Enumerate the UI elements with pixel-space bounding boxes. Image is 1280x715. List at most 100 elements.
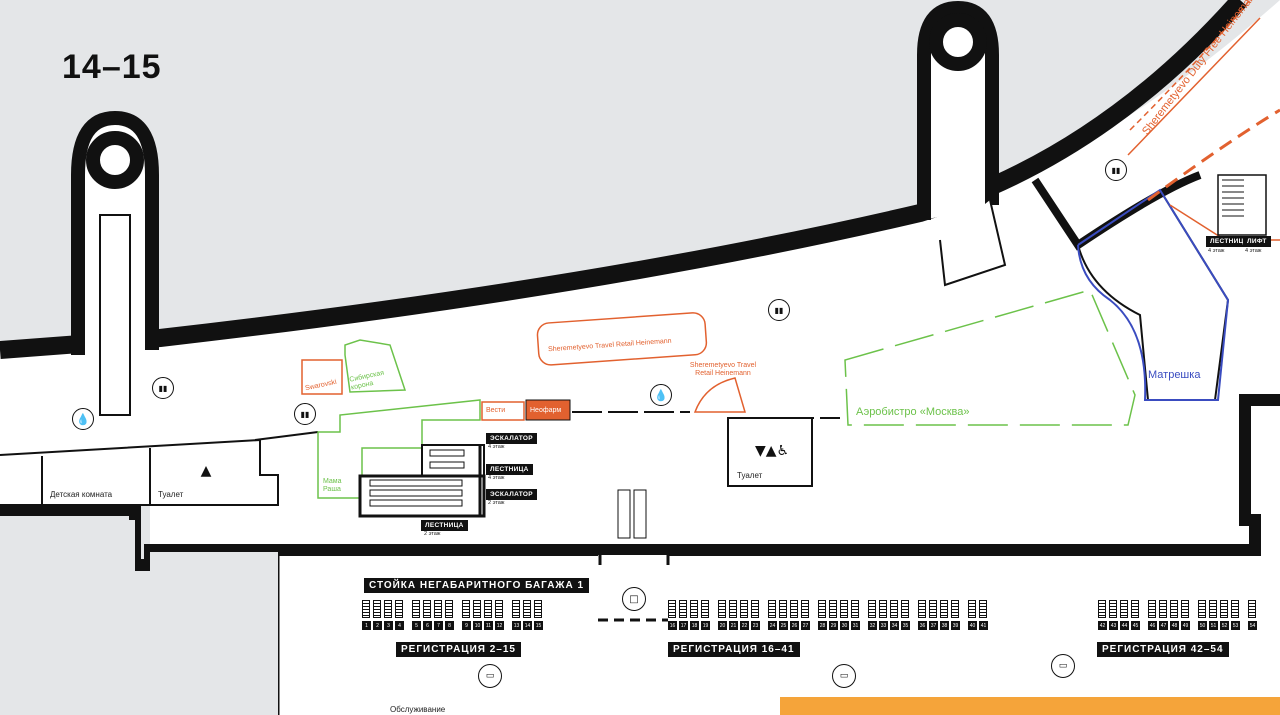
checkin-counter[interactable]: 43 [1109,600,1119,632]
escalator-top-tag[interactable]: ЭСКАЛАТОР [486,433,537,444]
checkin-counter[interactable]: 2 [373,600,383,632]
checkin-counter[interactable]: 7 [434,600,444,632]
checkin-counter[interactable]: 31 [851,600,861,632]
checkin-counter[interactable]: 11 [484,600,494,632]
checkin-counter[interactable]: 27 [801,600,811,632]
checkin-counter[interactable]: 13 [512,600,522,632]
payment-card-icon[interactable]: ▭ [478,664,502,688]
checkin-counter[interactable]: 49 [1181,600,1191,632]
checkin-counter[interactable]: 16 [668,600,678,632]
stairs-right-tag[interactable]: ЛЕСТНИЦА [1206,236,1253,247]
counter-desk [879,600,887,618]
checkin-counter[interactable]: 20 [718,600,728,632]
checkin-counter[interactable]: 52 [1220,600,1230,632]
water-drop-icon[interactable]: 💧 [72,408,94,430]
counter-number: 4 [395,621,404,630]
checkin-counter[interactable]: 23 [751,600,761,632]
counter-desk [1131,600,1139,618]
lift-right-tag[interactable]: ЛИФТ [1243,236,1271,247]
zone-label: 14–15 [62,48,162,86]
charging-icon[interactable]: ▮▮ [294,403,316,425]
checkin-counter[interactable]: 22 [740,600,750,632]
checkin-counter[interactable]: 46 [1148,600,1158,632]
checkin-counter[interactable]: 48 [1170,600,1180,632]
checkin-counter[interactable]: 53 [1231,600,1241,632]
checkin-group-2-15[interactable]: РЕГИСТРАЦИЯ 2–15 [396,642,521,657]
checkin-counter[interactable]: 28 [818,600,828,632]
stairs-mid-tag[interactable]: ЛЕСТНИЦА [486,464,533,475]
checkin-counter[interactable]: 32 [868,600,878,632]
shop-vesti-label[interactable]: Вести [486,407,506,414]
checkin-counter[interactable]: 10 [473,600,483,632]
checkin-counter[interactable]: 14 [523,600,533,632]
shop-str-small-label[interactable]: Sheremetyevo Travel Retail Heinemann [689,362,757,377]
phone-checkin-icon[interactable]: □ [622,587,646,611]
checkin-group-16-41[interactable]: РЕГИСТРАЦИЯ 16–41 [668,642,800,657]
oversize-baggage-label[interactable]: СТОЙКА НЕГАБАРИТНОГО БАГАЖА 1 [364,578,590,593]
charging-icon[interactable]: ▮▮ [1105,159,1127,181]
charging-icon[interactable]: ▮▮ [768,299,790,321]
checkin-counter[interactable]: 37 [929,600,939,632]
checkin-counter[interactable]: 3 [384,600,394,632]
shop-str-small [693,377,747,413]
checkin-counter[interactable]: 36 [918,600,928,632]
checkin-counter[interactable]: 18 [690,600,700,632]
counter-desk [801,600,809,618]
escalator-top-floor: 4 этаж [488,444,505,450]
payment-card-icon[interactable]: ▭ [832,664,856,688]
counter-number: 18 [690,621,699,630]
checkin-counter[interactable]: 44 [1120,600,1130,632]
checkin-counter[interactable]: 45 [1131,600,1141,632]
checkin-counter[interactable]: 1 [362,600,372,632]
checkin-counter[interactable]: 47 [1159,600,1169,632]
checkin-counter[interactable]: 12 [495,600,505,632]
checkin-counter[interactable]: 41 [979,600,989,632]
counter-number: 2 [373,621,382,630]
counter-desk [790,600,798,618]
counter-number: 39 [951,621,960,630]
checkin-counter[interactable]: 40 [968,600,978,632]
checkin-counter[interactable]: 4 [395,600,405,632]
checkin-counter[interactable]: 51 [1209,600,1219,632]
checkin-counter[interactable]: 15 [534,600,544,632]
checkin-counter[interactable]: 24 [768,600,778,632]
checkin-counter[interactable]: 29 [829,600,839,632]
checkin-counter[interactable]: 19 [701,600,711,632]
counter-number: 17 [679,621,688,630]
checkin-counter[interactable]: 35 [901,600,911,632]
checkin-counter[interactable]: 38 [940,600,950,632]
counter-number: 32 [868,621,877,630]
checkin-counter[interactable]: 8 [445,600,455,632]
counter-desk [851,600,859,618]
counter-desk [668,600,676,618]
checkin-counter[interactable]: 5 [412,600,422,632]
checkin-counter[interactable]: 26 [790,600,800,632]
shop-matreshka-label[interactable]: Матрешка [1148,369,1201,381]
checkin-counter[interactable]: 50 [1198,600,1208,632]
checkin-counter[interactable]: 33 [879,600,889,632]
checkin-counter[interactable]: 30 [840,600,850,632]
checkin-group-42-54[interactable]: РЕГИСТРАЦИЯ 42–54 [1097,642,1229,657]
shop-neofarm-label[interactable]: Неофарм [530,407,562,414]
checkin-counter[interactable]: 54 [1248,600,1258,632]
shop-aerobistro-label[interactable]: Аэробистро «Москва» [856,406,970,418]
checkin-counter[interactable]: 25 [779,600,789,632]
escalator-bottom-tag[interactable]: ЭСКАЛАТОР [486,489,537,500]
checkin-counter[interactable]: 6 [423,600,433,632]
counter-number: 25 [779,621,788,630]
payment-card-icon[interactable]: ▭ [1051,654,1075,678]
checkin-counter[interactable]: 42 [1098,600,1108,632]
checkin-counter[interactable]: 21 [729,600,739,632]
checkin-counter[interactable]: 39 [951,600,961,632]
counter-desk [940,600,948,618]
charging-icon[interactable]: ▮▮ [152,377,174,399]
checkin-counter[interactable]: 17 [679,600,689,632]
checkin-counter[interactable]: 9 [462,600,472,632]
counter-number: 52 [1220,621,1229,630]
counter-desk [890,600,898,618]
water-drop-icon[interactable]: 💧 [650,384,672,406]
checkin-counter[interactable]: 34 [890,600,900,632]
stairs-bottom-tag[interactable]: ЛЕСТНИЦА [421,520,468,531]
counter-number: 47 [1159,621,1168,630]
shop-mama-rasha-label[interactable]: Мама Раша [323,478,342,493]
